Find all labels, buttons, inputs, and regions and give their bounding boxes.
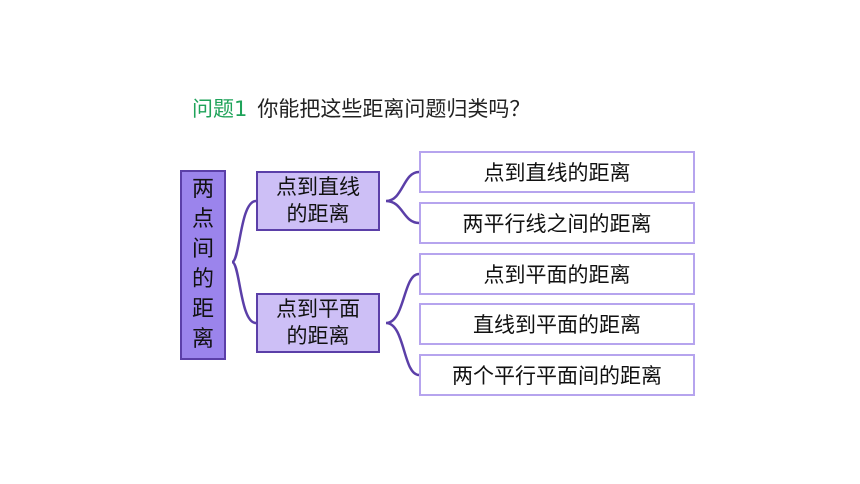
- root-bracket: [230, 199, 257, 325]
- root-char: 两: [191, 177, 214, 202]
- branch2-bracket: [385, 272, 420, 377]
- leaf-box: 点到直线的距离: [419, 151, 695, 193]
- leaf-box: 两平行线之间的距离: [419, 202, 695, 244]
- leaf-box: 点到平面的距离: [419, 253, 695, 295]
- question-text: 你能把这些距离问题归类吗？: [257, 97, 531, 121]
- root-char: 点: [191, 207, 214, 232]
- question-label: 问题1: [192, 97, 248, 121]
- branch-box-point-line: 点到直线 的距离: [256, 171, 380, 231]
- branch-label-line: 的距离: [286, 202, 350, 226]
- root-char: 间: [191, 237, 214, 262]
- root-char: 离: [191, 327, 214, 352]
- root-char: 的: [191, 267, 214, 292]
- root-char: 距: [191, 297, 214, 322]
- branch-label-line: 点到直线: [276, 175, 360, 199]
- leaf-box: 直线到平面的距离: [419, 303, 695, 345]
- root-box: 两 点 间 的 距 离: [180, 170, 226, 360]
- leaf-box: 两个平行平面间的距离: [419, 354, 695, 396]
- branch-label-line: 点到平面: [276, 297, 360, 321]
- question-line: 问题1 你能把这些距离问题归类吗？: [192, 92, 530, 126]
- branch-box-point-plane: 点到平面 的距离: [256, 293, 380, 353]
- branch-label-line: 的距离: [286, 324, 350, 348]
- branch1-bracket: [385, 170, 420, 225]
